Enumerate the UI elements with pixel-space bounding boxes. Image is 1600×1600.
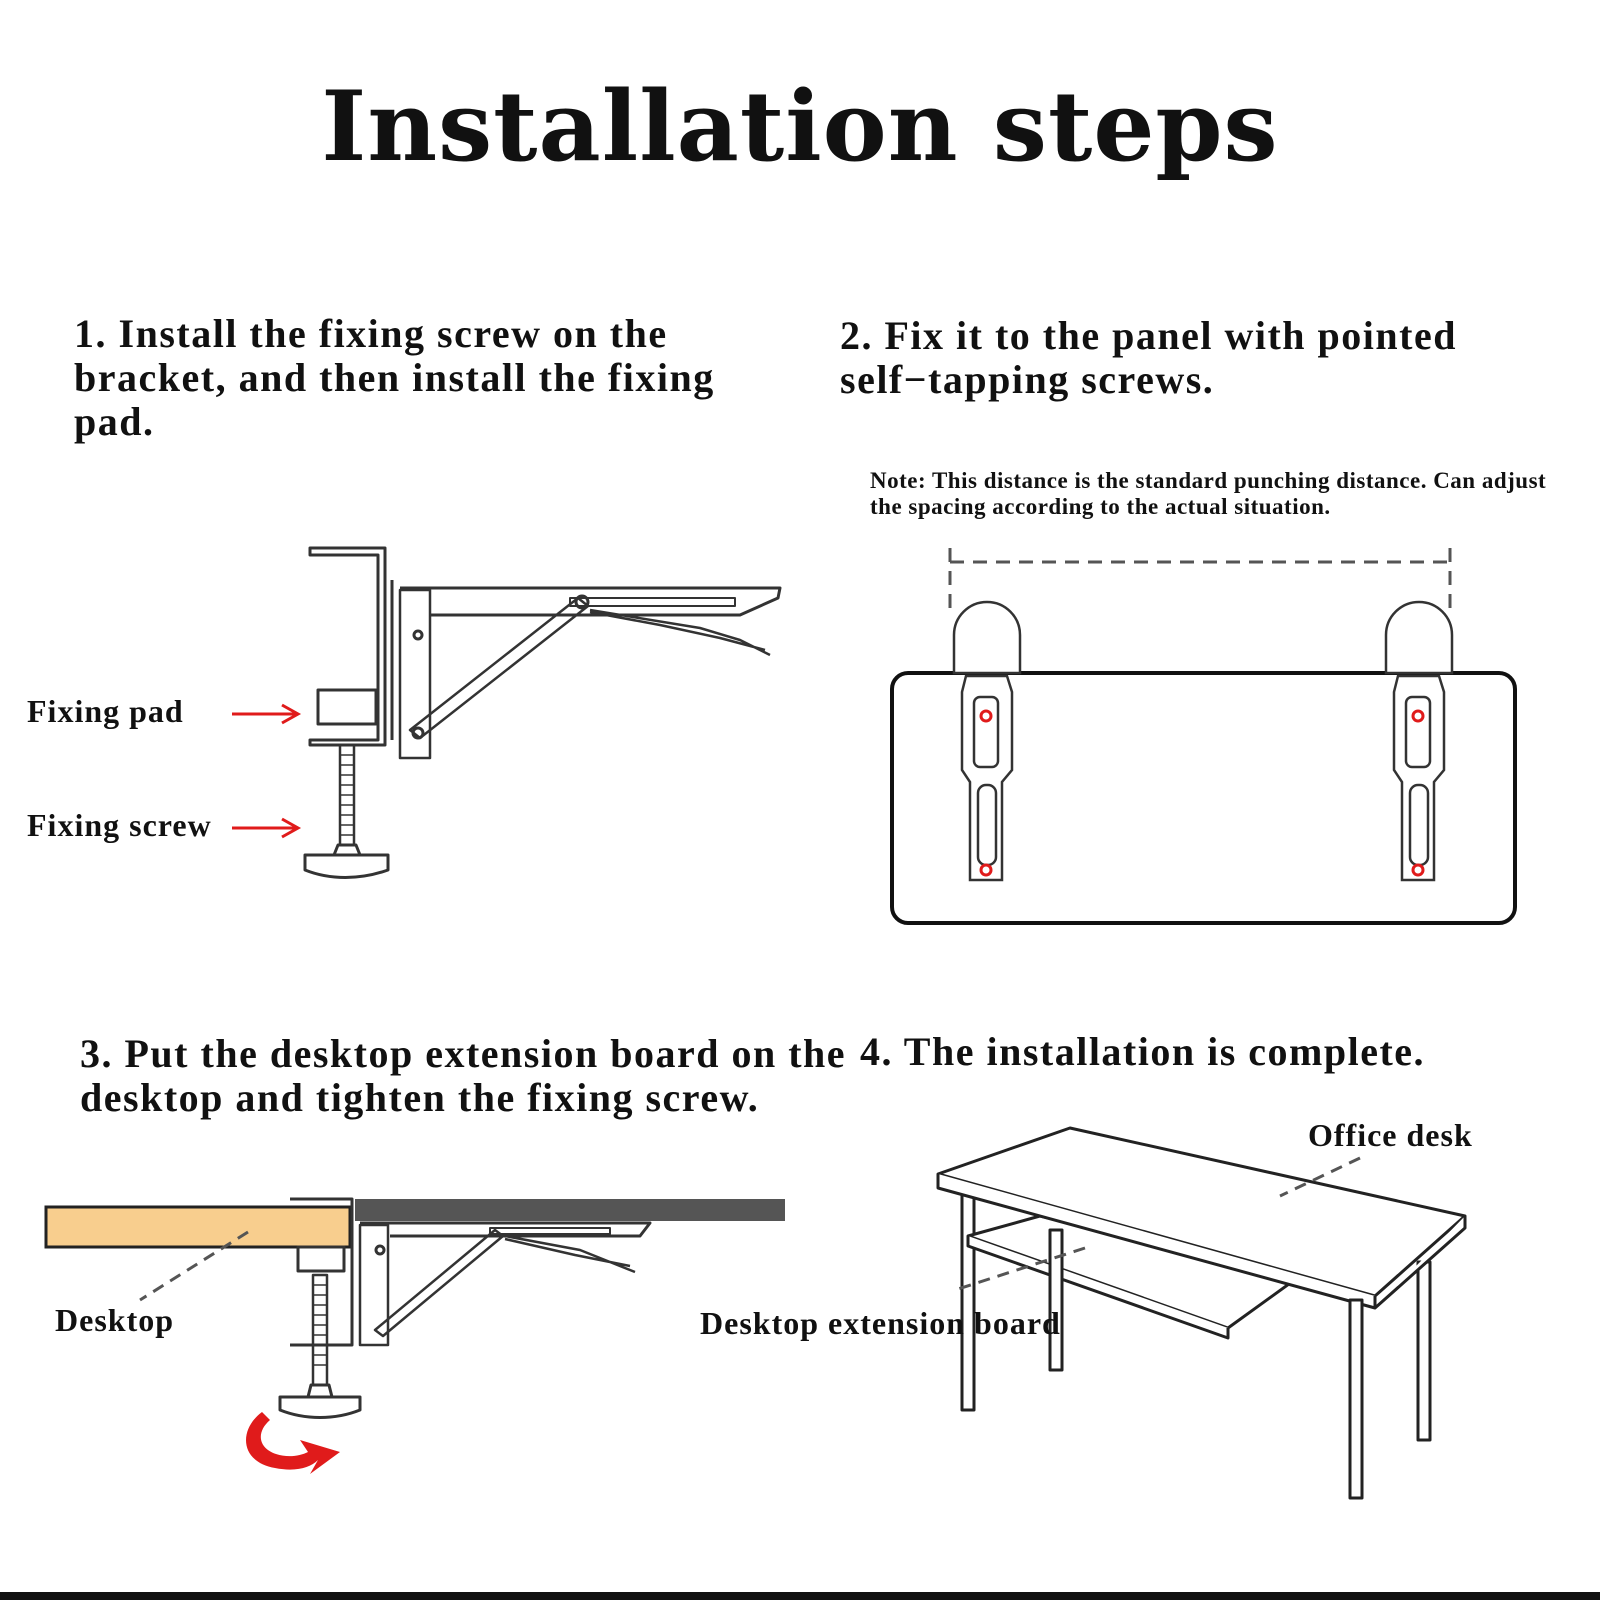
bracket-strut (408, 596, 590, 740)
desktop-label: Desktop (55, 1302, 175, 1338)
punching-distance-note: Note: This distance is the standard punc… (870, 468, 1547, 519)
screw-hole (979, 709, 993, 723)
desktop-wood (44, 1205, 352, 1249)
fixing-pad (316, 688, 378, 726)
bracket-left (952, 600, 1022, 882)
extension-board-label: Desktop extension board (700, 1305, 1061, 1341)
punching-distance-dimension (948, 548, 1452, 612)
extension-board-edge (355, 1199, 785, 1221)
step-3-text: 3. Put the desktop extension board on th… (80, 1031, 847, 1120)
bottom-border (0, 1592, 1600, 1600)
fixing-screw-arrow (232, 817, 302, 839)
office-desk-label: Office desk (1308, 1117, 1473, 1153)
step-2-text: 2. Fix it to the panel with pointed self… (840, 313, 1457, 402)
fixing-screw-label: Fixing screw (27, 807, 212, 843)
desktop-leader-line (139, 1230, 249, 1302)
rotate-arrow-icon (246, 1412, 340, 1474)
panel-board (890, 671, 1517, 925)
extension-board-leader-line (954, 1246, 1086, 1292)
step-1-text: 1. Install the fixing screw on the brack… (74, 311, 715, 444)
screw-hole (1411, 709, 1425, 723)
screw-hole (1411, 863, 1425, 877)
fixing-screw (311, 1273, 329, 1387)
fixing-screw-handle (303, 853, 390, 879)
fixing-pad-label: Fixing pad (27, 693, 184, 729)
fixing-pad (296, 1245, 346, 1273)
office-desk-leader-line (1279, 1156, 1361, 1198)
step-4-text: 4. The installation is complete. (860, 1029, 1426, 1074)
bracket-right (1384, 600, 1454, 882)
fixing-pad-arrow (232, 703, 302, 725)
bracket-clamp (308, 546, 387, 747)
fixing-screw (338, 743, 356, 847)
page-title: Installation steps (321, 70, 1279, 183)
screw-hole (979, 863, 993, 877)
bracket-arm (400, 586, 782, 617)
